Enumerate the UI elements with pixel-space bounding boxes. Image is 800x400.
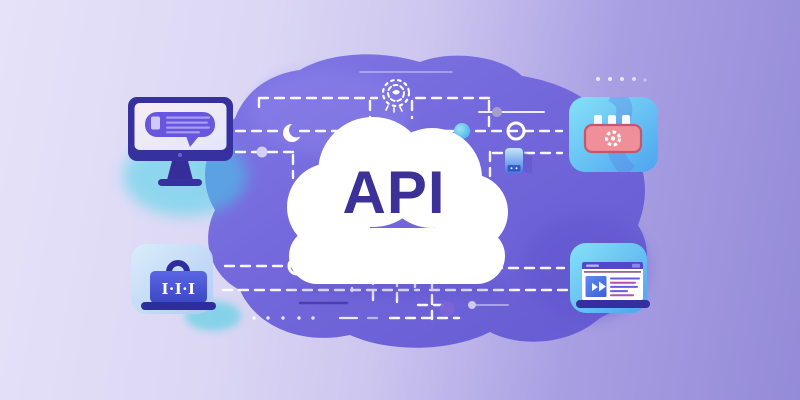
dashed-network-top [368,96,491,128]
dashed-network-right [426,129,578,292]
browser-laptop-icon [570,243,650,313]
laptop-handle [166,260,190,275]
monitor-stand [167,161,193,180]
laptop-body [150,271,207,303]
chip-prongs [594,115,630,126]
slider-knob-bottom [468,301,476,309]
api-cloud [287,117,508,284]
moon-icon [279,120,305,146]
smartphone-icon [505,148,532,174]
browser-titlebar [582,262,643,269]
monitor-button [178,153,182,157]
gear-icon [604,130,622,147]
chip-gear-icon [569,97,658,172]
dot-row-top-right [596,77,647,82]
dot-row-bottom [252,316,379,320]
phone-footer [507,165,521,172]
slider-bottom [468,301,509,309]
lavender-node [256,146,268,158]
api-label: API [342,159,445,226]
browser-text-lines [610,277,640,297]
violet-node [439,301,455,317]
ring-node-right [506,121,526,141]
phone-shadow [523,151,532,174]
browser-laptop-base [576,300,650,308]
dashed-network-left [221,96,421,292]
laptop-code-icon: I·I·I [131,244,216,314]
browser-title-button [632,263,640,268]
laptop-base [141,302,216,310]
monitor-chat-icon [128,97,233,186]
thumbnail-logo [592,281,606,292]
monitor-base [158,179,202,186]
chat-bubble [145,112,215,147]
browser-title-text [586,264,599,267]
laptop-glyph: I·I·I [162,280,196,298]
slider-top [478,107,545,117]
browser-divider [584,271,641,273]
teal-node [454,123,470,139]
gear-sketch-icon [381,78,411,113]
slider-knob-top [492,107,502,117]
